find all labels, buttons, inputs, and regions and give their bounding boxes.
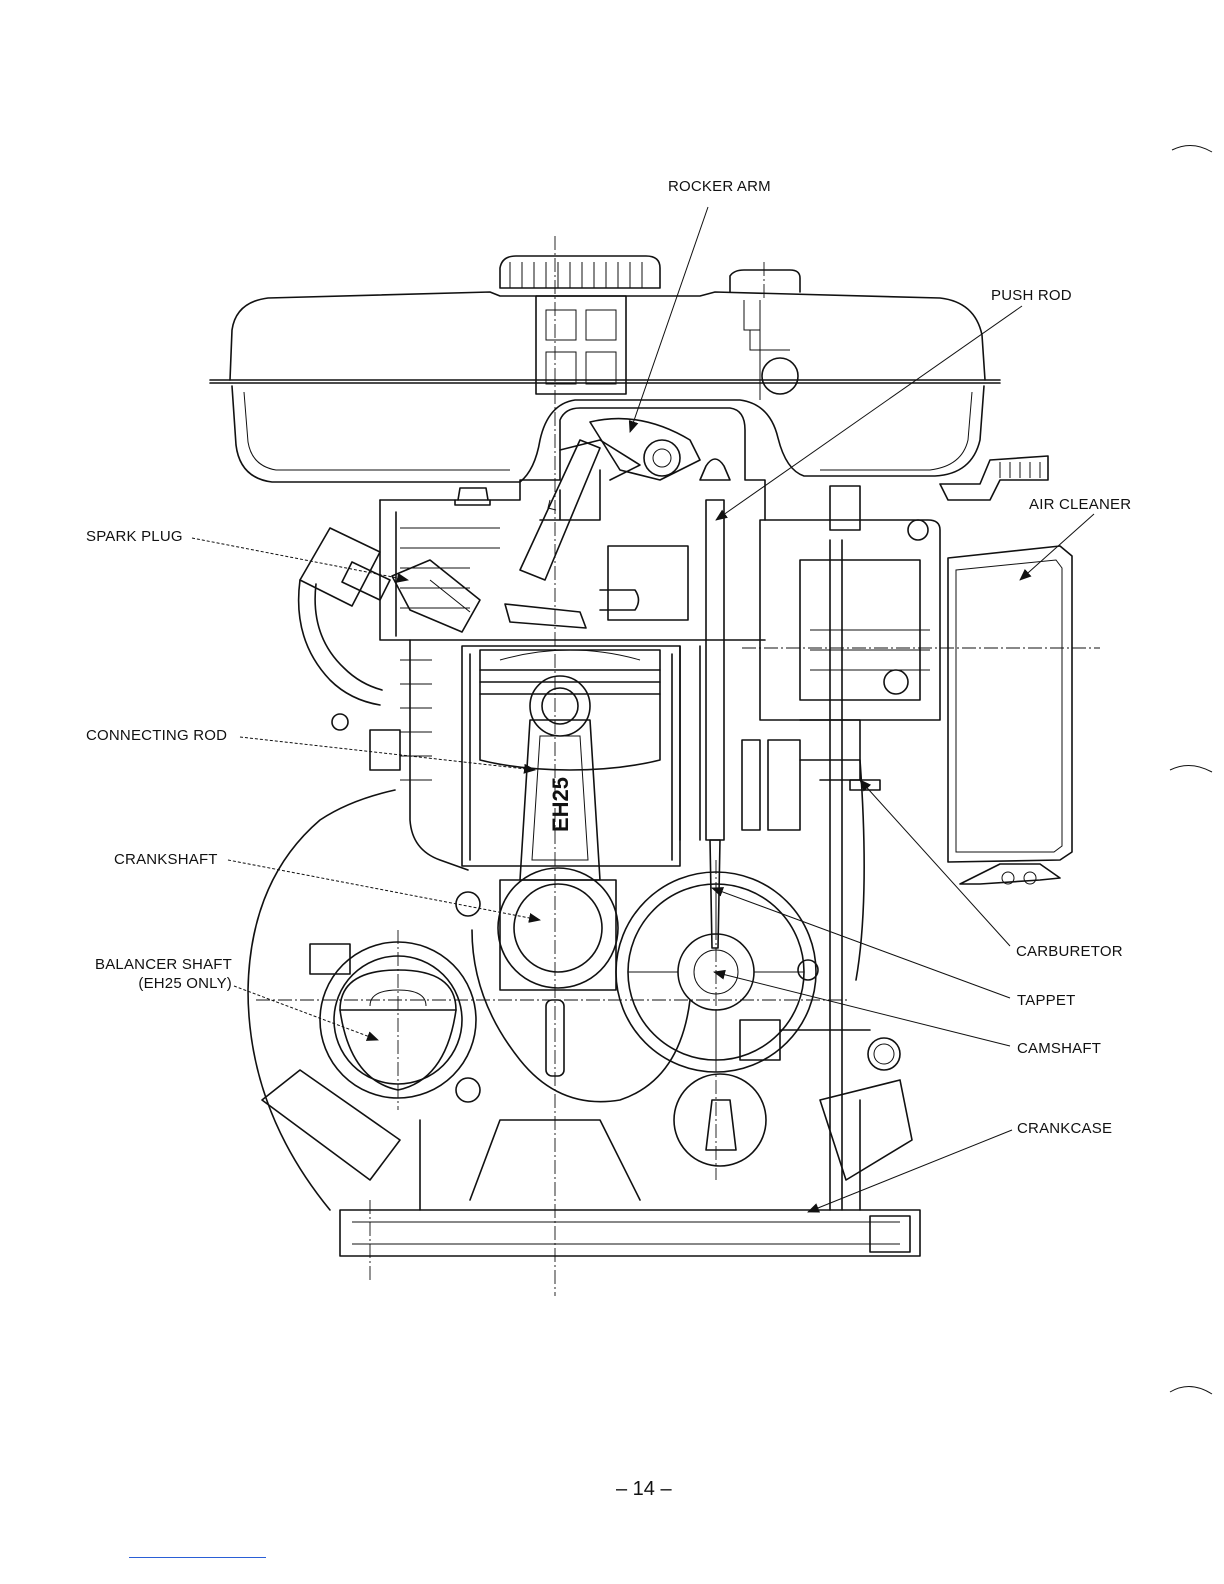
label-camshaft: CAMSHAFT: [1017, 1040, 1101, 1058]
valve-train: [505, 419, 700, 628]
bolts-and-fasteners: [262, 714, 912, 1252]
piston: [480, 650, 660, 770]
leader-tappet: [712, 888, 1010, 998]
fuel-cap: [500, 256, 660, 394]
air-cleaner: [948, 546, 1072, 884]
leader-carburetor: [860, 780, 1010, 946]
choke-lever: [940, 456, 1048, 500]
label-crankshaft: CRANKSHAFT: [114, 851, 218, 869]
edge-mark-1: [1172, 145, 1212, 152]
leader-balancer-shaft: [234, 986, 378, 1040]
crankshaft: [472, 868, 690, 1102]
label-spark-plug: SPARK PLUG: [86, 528, 183, 546]
label-carburetor: CARBURETOR: [1016, 943, 1123, 961]
rod-marking: EH25: [548, 777, 573, 832]
label-tappet: TAPPET: [1017, 992, 1075, 1010]
page-number: – 14 –: [616, 1478, 672, 1501]
label-crankcase: CRANKCASE: [1017, 1120, 1112, 1138]
edge-mark-3: [1170, 1386, 1212, 1394]
crankcase: [248, 760, 920, 1256]
push-rod: [700, 459, 730, 948]
label-rocker-arm: ROCKER ARM: [668, 178, 771, 196]
carburetor: [742, 486, 940, 830]
footer-rule: [129, 1557, 266, 1558]
leader-push-rod: [716, 306, 1022, 520]
leader-camshaft: [714, 972, 1010, 1046]
label-balancer-shaft-line1: BALANCER SHAFT: [86, 956, 232, 974]
cylinder-head: [380, 408, 765, 640]
leader-lines: [192, 207, 1094, 1212]
cylinder-block: [400, 640, 700, 870]
label-air-cleaner: AIR CLEANER: [1029, 496, 1131, 514]
leader-crankshaft: [228, 860, 540, 920]
leader-air-cleaner: [1020, 514, 1094, 580]
leader-connecting-rod: [240, 737, 535, 770]
leader-rocker-arm: [630, 207, 708, 432]
label-push-rod: PUSH ROD: [991, 287, 1072, 305]
leader-crankcase: [808, 1130, 1012, 1212]
spark-plug: [299, 528, 480, 705]
label-balancer-shaft-line2: (EH25 ONLY): [86, 975, 232, 993]
fuel-tank: [210, 292, 1000, 482]
label-connecting-rod: CONNECTING ROD: [86, 727, 227, 745]
edge-mark-2: [1170, 765, 1212, 772]
